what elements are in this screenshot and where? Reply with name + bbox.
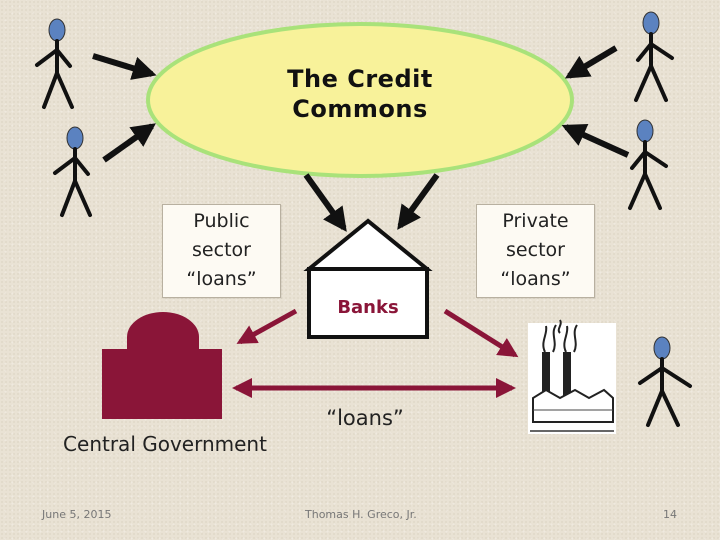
person-icon [628, 119, 668, 210]
footer-author: Thomas H. Greco, Jr. [305, 508, 417, 521]
arrow-person-to-commons [564, 45, 618, 79]
arrow-person-to-commons [102, 123, 156, 163]
private-sector-line-1: Private [502, 210, 569, 232]
arrow-person-to-commons [92, 53, 157, 80]
arrow-person-to-commons [561, 123, 630, 158]
arrow-commons-to-banks [303, 173, 347, 232]
central-government-label: Central Government [63, 432, 267, 456]
person-icon [634, 11, 674, 102]
footer-date: June 5, 2015 [42, 508, 112, 521]
government-building-icon [102, 312, 222, 419]
person-icon [53, 126, 92, 217]
arrow-banks-to-private [443, 308, 519, 358]
factory-icon [528, 319, 616, 434]
diagram-title: The Credit Commons [260, 64, 460, 124]
private-sector-line-3: “loans” [500, 268, 571, 290]
arrow-commons-to-banks [397, 173, 440, 230]
person-icon [638, 336, 692, 427]
loans-label: “loans” [326, 406, 404, 430]
private-sector-line-2: sector [506, 239, 565, 261]
public-sector-box: Public sector “loans” [162, 204, 281, 298]
banks-label: Banks [337, 297, 399, 318]
title-line-1: The Credit [287, 65, 433, 93]
bank-house-icon [303, 218, 433, 339]
page-number: 14 [663, 508, 677, 521]
title-line-2: Commons [292, 95, 428, 123]
person-icon [35, 18, 74, 109]
private-sector-box: Private sector “loans” [476, 204, 595, 298]
public-sector-line-1: Public [193, 210, 250, 232]
arrow-banks-to-government [236, 308, 298, 345]
public-sector-line-3: “loans” [186, 268, 257, 290]
credit-commons-ellipse [146, 22, 574, 178]
public-sector-line-2: sector [192, 239, 251, 261]
